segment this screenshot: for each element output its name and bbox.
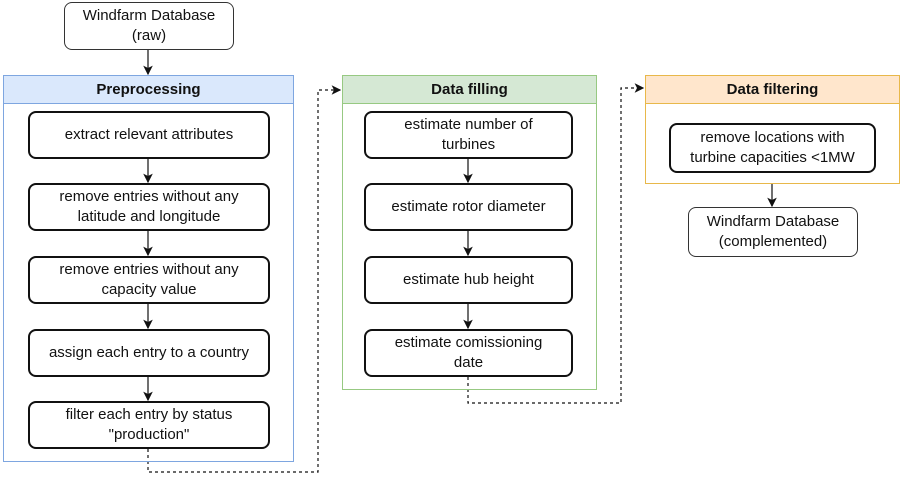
step-label: latitude and longitude (77, 208, 221, 225)
step-label: filter each entry by status (65, 406, 233, 423)
source-database-node: Windfarm Database (raw) (64, 2, 234, 50)
step-node: estimate number of turbines (364, 111, 573, 159)
group-preprocessing: Preprocessing (3, 75, 294, 462)
group-title: Data filtering (646, 76, 899, 104)
result-sublabel: (complemented) (718, 233, 828, 250)
group-data-filling: Data filling (342, 75, 597, 390)
step-node: remove entries without any capacity value (28, 256, 270, 304)
step-node: estimate rotor diameter (364, 183, 573, 231)
step-label: turbine capacities <1MW (690, 149, 855, 166)
step-label: capacity value (101, 281, 197, 298)
step-label: "production" (108, 426, 190, 443)
source-label: Windfarm Database (82, 7, 216, 24)
step-label: estimate rotor diameter (391, 198, 546, 215)
step-node: estimate hub height (364, 256, 573, 304)
group-title: Preprocessing (4, 76, 293, 104)
step-label: extract relevant attributes (64, 126, 234, 143)
step-label: remove entries without any (59, 261, 239, 278)
source-sublabel: (raw) (131, 27, 167, 44)
step-label: date (453, 354, 484, 371)
step-label: remove entries without any (59, 188, 239, 205)
result-database-node: Windfarm Database (complemented) (688, 207, 858, 257)
step-node: extract relevant attributes (28, 111, 270, 159)
step-label: assign each entry to a country (48, 344, 250, 361)
step-label: turbines (441, 136, 496, 153)
dashed-arrow-preprocessing-to-filling (147, 85, 342, 473)
step-label: remove locations with (700, 129, 845, 146)
step-node: filter each entry by status "production" (28, 401, 270, 449)
step-label: estimate comissioning (394, 334, 543, 351)
step-node: remove locations with turbine capacities … (669, 123, 876, 173)
step-node: estimate comissioning date (364, 329, 573, 377)
result-label: Windfarm Database (706, 213, 840, 230)
step-node: assign each entry to a country (28, 329, 270, 377)
group-data-filtering: Data filtering (645, 75, 900, 184)
step-label: estimate number of (404, 116, 533, 133)
step-node: remove entries without any latitude and l… (28, 183, 270, 231)
step-label: estimate hub height (403, 271, 534, 288)
group-title: Data filling (343, 76, 596, 104)
